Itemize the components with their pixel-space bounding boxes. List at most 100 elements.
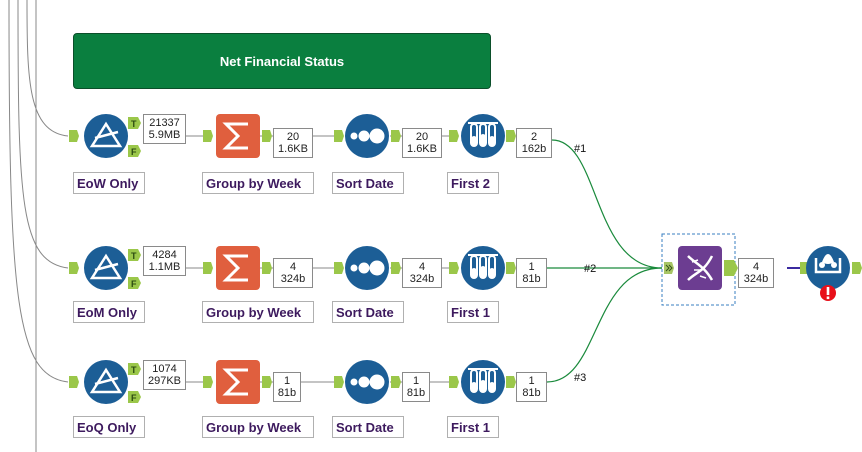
record-count: 1 bbox=[528, 261, 535, 273]
true-anchor-label: T bbox=[131, 119, 137, 129]
record-count-badge: 2 162b bbox=[516, 128, 552, 158]
record-size: 162b bbox=[521, 143, 547, 155]
filter-icon[interactable] bbox=[84, 360, 128, 404]
tool-label-sample[interactable]: First 1 bbox=[447, 301, 499, 323]
sample-input-anchor[interactable] bbox=[449, 376, 459, 388]
record-count: 4284 bbox=[152, 249, 177, 261]
filter-true-anchor[interactable]: T bbox=[128, 249, 141, 261]
record-size: 324b bbox=[409, 273, 435, 285]
filter-input-anchor[interactable] bbox=[69, 376, 79, 388]
record-count-badge: 1074 297KB bbox=[143, 360, 186, 390]
false-anchor-label: F bbox=[131, 279, 137, 289]
record-size: 81b bbox=[277, 387, 297, 399]
sort-dots-icon[interactable] bbox=[345, 114, 389, 158]
tool-label-summarize[interactable]: Group by Week bbox=[202, 301, 314, 323]
tool-label-filter[interactable]: EoQ Only bbox=[73, 416, 145, 438]
record-size: 297KB bbox=[147, 375, 182, 387]
sort-dots-icon[interactable] bbox=[345, 360, 389, 404]
record-size: 1.1MB bbox=[148, 261, 181, 273]
output-icon[interactable] bbox=[806, 246, 850, 290]
filter-false-anchor[interactable]: F bbox=[128, 277, 141, 289]
filter-input-anchor[interactable] bbox=[69, 130, 79, 142]
record-count-badge: 4 324b bbox=[402, 258, 442, 288]
output-output-anchor[interactable] bbox=[852, 262, 862, 274]
record-count: 1 bbox=[412, 375, 420, 387]
summarize-output-anchor[interactable] bbox=[262, 130, 272, 142]
tool-label-sort[interactable]: Sort Date bbox=[332, 416, 404, 438]
false-anchor-label: F bbox=[131, 147, 137, 157]
incoming-line bbox=[17, 0, 69, 269]
record-count-badge: 4 324b bbox=[738, 258, 774, 288]
union-connections[interactable] bbox=[546, 139, 663, 383]
sort-output-anchor[interactable] bbox=[391, 376, 401, 388]
connection-1[interactable] bbox=[551, 139, 663, 269]
union-dna-icon[interactable] bbox=[678, 246, 722, 290]
tool-label-sample[interactable]: First 1 bbox=[447, 416, 499, 438]
record-count: 4 bbox=[752, 261, 760, 273]
tool-label-sort[interactable]: Sort Date bbox=[332, 301, 404, 323]
record-count: 1074 bbox=[152, 363, 177, 375]
summarize-sigma-icon[interactable] bbox=[216, 246, 260, 290]
summarize-output-anchor[interactable] bbox=[262, 262, 272, 274]
summarize-input-anchor[interactable] bbox=[203, 262, 213, 274]
summarize-sigma-icon[interactable] bbox=[216, 114, 260, 158]
filter-false-anchor[interactable]: F bbox=[128, 391, 141, 403]
record-count-badge: 21337 5.9MB bbox=[143, 114, 186, 144]
tool-label-sort[interactable]: Sort Date bbox=[332, 172, 404, 194]
sort-input-anchor[interactable] bbox=[334, 130, 344, 142]
filter-icon[interactable] bbox=[84, 246, 128, 290]
false-anchor-label: F bbox=[131, 393, 137, 403]
record-count-badge: 1 81b bbox=[516, 372, 547, 402]
record-count-badge: 4284 1.1MB bbox=[143, 246, 186, 276]
sort-input-anchor[interactable] bbox=[334, 262, 344, 274]
record-size: 81b bbox=[406, 387, 426, 399]
sample-input-anchor[interactable] bbox=[449, 130, 459, 142]
record-size: 81b bbox=[522, 387, 541, 399]
union-output-anchor[interactable] bbox=[724, 260, 738, 276]
record-count-badge: 1 81b bbox=[516, 258, 547, 288]
connection-3[interactable] bbox=[546, 267, 663, 383]
summarize-input-anchor[interactable] bbox=[203, 130, 213, 142]
record-count: 21337 bbox=[149, 117, 180, 129]
record-count: 20 bbox=[286, 131, 300, 143]
connection-label: #1 bbox=[574, 143, 587, 155]
sort-dots-icon[interactable] bbox=[345, 246, 389, 290]
sample-output-anchor[interactable] bbox=[506, 262, 516, 274]
incoming-line bbox=[26, 0, 69, 137]
sort-output-anchor[interactable] bbox=[391, 262, 401, 274]
container-title-banner[interactable]: Net Financial Status bbox=[73, 33, 491, 89]
tool-label-sample[interactable]: First 2 bbox=[447, 172, 499, 194]
record-size: 81b bbox=[522, 273, 541, 285]
sample-output-anchor[interactable] bbox=[506, 130, 516, 142]
union-selection-box[interactable] bbox=[661, 233, 736, 306]
record-count-badge: 1 81b bbox=[402, 372, 430, 402]
sample-input-anchor[interactable] bbox=[449, 262, 459, 274]
record-count: 4 bbox=[418, 261, 426, 273]
tool-label-filter[interactable]: EoW Only bbox=[73, 172, 145, 194]
record-count: 2 bbox=[530, 131, 538, 143]
sort-input-anchor[interactable] bbox=[334, 376, 344, 388]
filter-true-anchor[interactable]: T bbox=[128, 117, 141, 129]
sort-output-anchor[interactable] bbox=[391, 130, 401, 142]
sample-test-tubes-icon[interactable] bbox=[461, 360, 505, 404]
sample-test-tubes-icon[interactable] bbox=[461, 246, 505, 290]
record-count-badge: 4 324b bbox=[273, 258, 313, 288]
true-anchor-label: T bbox=[131, 365, 137, 375]
tool-label-summarize[interactable]: Group by Week bbox=[202, 416, 314, 438]
record-count-badge: 20 1.6KB bbox=[273, 128, 313, 158]
banner-title: Net Financial Status bbox=[219, 53, 345, 69]
summarize-output-anchor[interactable] bbox=[262, 376, 272, 388]
record-count-badge: 20 1.6KB bbox=[402, 128, 442, 158]
filter-false-anchor[interactable]: F bbox=[128, 145, 141, 157]
sample-test-tubes-icon[interactable] bbox=[461, 114, 505, 158]
tool-label-summarize[interactable]: Group by Week bbox=[202, 172, 314, 194]
record-count-badge: 1 81b bbox=[273, 372, 301, 402]
filter-true-anchor[interactable]: T bbox=[128, 363, 141, 375]
filter-icon[interactable] bbox=[84, 114, 128, 158]
summarize-input-anchor[interactable] bbox=[203, 376, 213, 388]
tool-label-filter[interactable]: EoM Only bbox=[73, 301, 145, 323]
sample-output-anchor[interactable] bbox=[506, 376, 516, 388]
record-count: 1 bbox=[528, 375, 535, 387]
summarize-sigma-icon[interactable] bbox=[216, 360, 260, 404]
filter-input-anchor[interactable] bbox=[69, 262, 79, 274]
